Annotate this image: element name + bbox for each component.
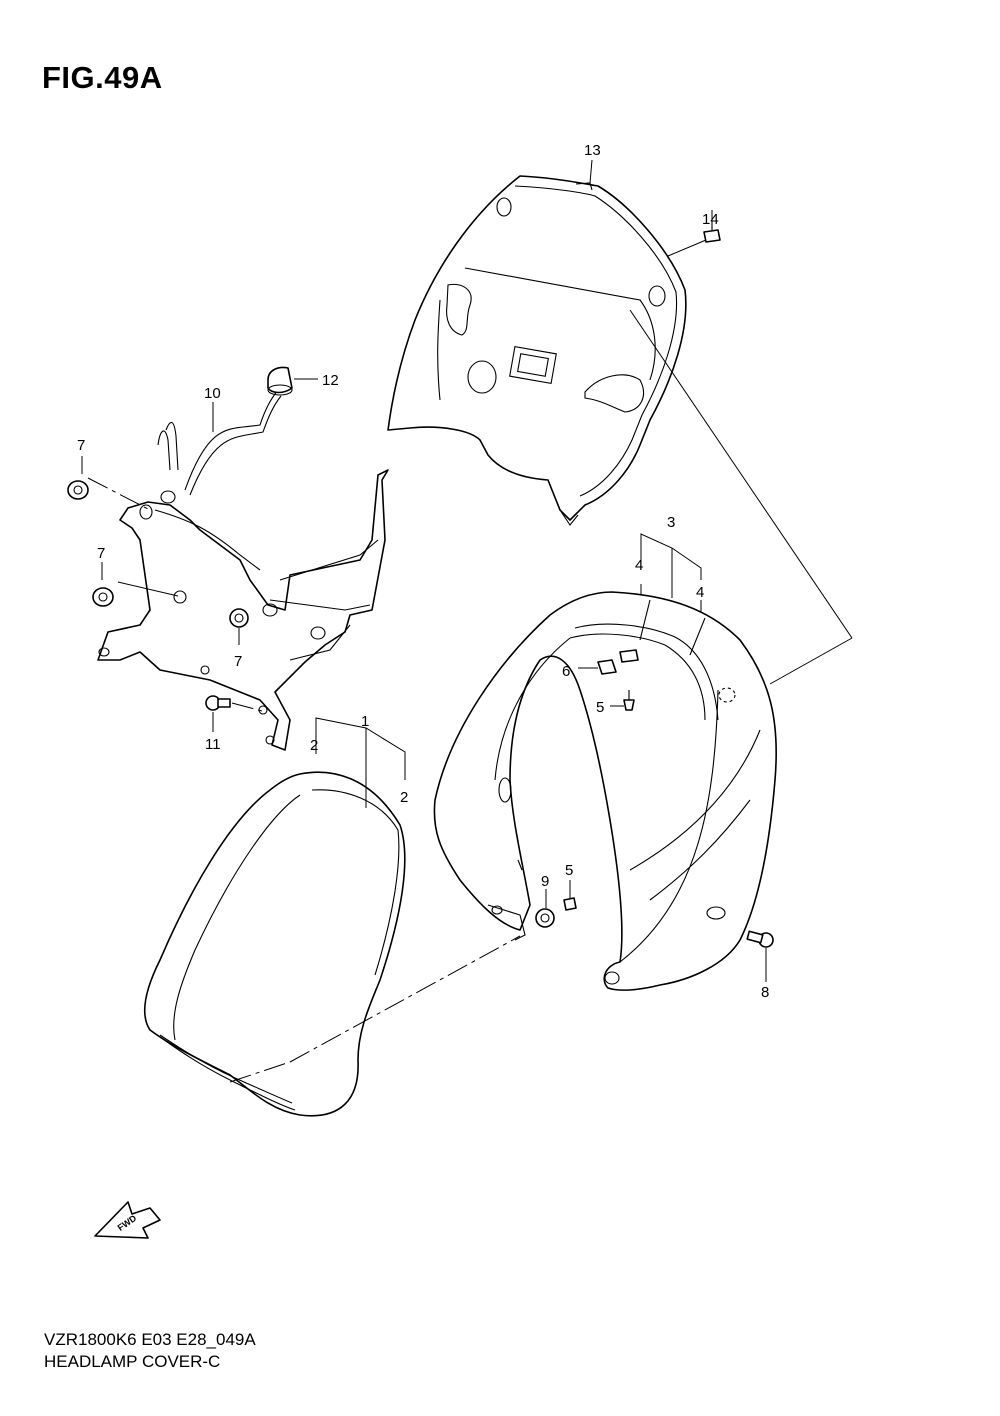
callout-2-a: 2 <box>310 737 318 754</box>
callout-3: 3 <box>667 514 675 531</box>
outer-headlamp-cover <box>433 309 853 991</box>
callout-2-b: 2 <box>400 789 408 806</box>
screw-5-b-icon <box>563 880 577 911</box>
bolt-11-icon <box>205 695 263 712</box>
damper-7-b-icon <box>92 581 179 607</box>
clip-6-icon <box>578 649 639 675</box>
bulb-socket-12-icon <box>267 366 318 396</box>
damper-7-c-icon <box>229 608 249 628</box>
figure-title: FIG.49A <box>42 60 163 95</box>
callout-12: 12 <box>322 372 339 389</box>
headlamp-bracket <box>97 389 389 751</box>
callout-10: 10 <box>204 385 221 402</box>
callout-4-b: 4 <box>696 584 704 601</box>
callout-5-b: 5 <box>565 862 573 879</box>
callout-7-b: 7 <box>97 545 105 562</box>
damper-9-icon <box>535 889 555 928</box>
callout-4-a: 4 <box>635 557 643 574</box>
bolt-8-icon <box>746 930 774 982</box>
callout-leaders <box>81 159 702 808</box>
callout-numbers: 13 14 12 10 7 7 7 11 1 2 2 3 4 4 6 5 9 5… <box>77 142 769 1001</box>
damper-7-a-icon <box>67 477 151 511</box>
headlamp-cover <box>144 771 521 1117</box>
callout-9: 9 <box>541 873 549 890</box>
callout-5-a: 5 <box>596 699 604 716</box>
callout-11: 11 <box>205 736 221 753</box>
callout-7-a: 7 <box>77 437 85 454</box>
forward-arrow-icon: FWD <box>94 1201 161 1239</box>
callout-7-c: 7 <box>234 653 242 670</box>
screw-5-a-icon <box>610 690 635 711</box>
callout-8: 8 <box>761 984 769 1001</box>
diagram-title: HEADLAMP COVER-C <box>44 1352 221 1371</box>
inner-cover-panel <box>387 175 687 526</box>
callout-14: 14 <box>702 211 719 228</box>
callout-13: 13 <box>584 142 601 159</box>
screw-14-icon <box>667 210 721 257</box>
model-code: VZR1800K6 E03 E28_049A <box>44 1330 256 1349</box>
callout-1: 1 <box>361 713 369 730</box>
callout-6: 6 <box>562 663 570 680</box>
